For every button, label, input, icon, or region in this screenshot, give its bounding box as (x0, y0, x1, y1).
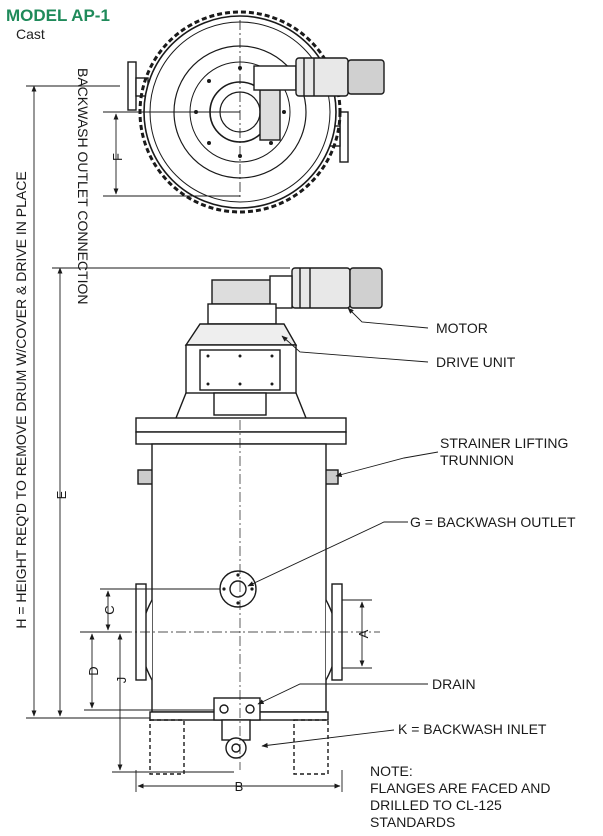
c-dim-label: C (102, 605, 117, 614)
model-title: MODEL AP-1 (6, 6, 110, 25)
top-view (103, 10, 385, 214)
callout-motor: MOTOR (436, 320, 488, 336)
b-dim-label: B (235, 779, 244, 794)
motor (291, 267, 351, 309)
drive-unit (184, 323, 298, 346)
callout-backwash-inlet: K = BACKWASH INLET (398, 721, 547, 737)
h-dim-label: H = HEIGHT REQ'D TO REMOVE DRUM W/COVER … (13, 171, 29, 628)
e-dim-label: E (54, 490, 69, 499)
callout-leaders (247, 307, 439, 748)
note-line-1: FLANGES ARE FACED AND (370, 780, 551, 796)
d-dim-label: D (86, 666, 101, 675)
top-right-flange (339, 111, 349, 163)
callout-drain: DRAIN (432, 676, 476, 692)
gearbox (211, 279, 273, 305)
leg-left (149, 719, 185, 775)
a-dim-label: A (356, 629, 371, 638)
j-dim-label: J (114, 677, 129, 684)
backwash-inlet (225, 737, 247, 759)
callout-trunnion-line2: TRUNNION (440, 452, 514, 468)
cover-plate (135, 417, 347, 433)
drain-block (213, 697, 261, 721)
note-heading: NOTE: (370, 763, 413, 779)
small-dims (80, 588, 372, 792)
top-left-flange (127, 61, 137, 111)
callout-trunnion-line1: STRAINER LIFTING (440, 435, 568, 451)
backwash-conn-label: BACKWASH OUTLET CONNECTION (75, 68, 91, 304)
height-dims (26, 85, 290, 719)
leg-right (293, 719, 329, 775)
callout-drive-unit: DRIVE UNIT (436, 354, 516, 370)
f-dim-label: F (110, 153, 125, 161)
note-line-2: DRILLED TO CL-125 (370, 797, 502, 813)
elevation-view (104, 267, 383, 775)
model-subtitle: Cast (16, 26, 45, 42)
top-gearbox (259, 89, 281, 141)
note-block: NOTE: FLANGES ARE FACED AND DRILLED TO C… (370, 763, 551, 830)
callout-backwash-outlet: G = BACKWASH OUTLET (410, 514, 576, 530)
note-line-3: STANDARDS (370, 814, 455, 830)
